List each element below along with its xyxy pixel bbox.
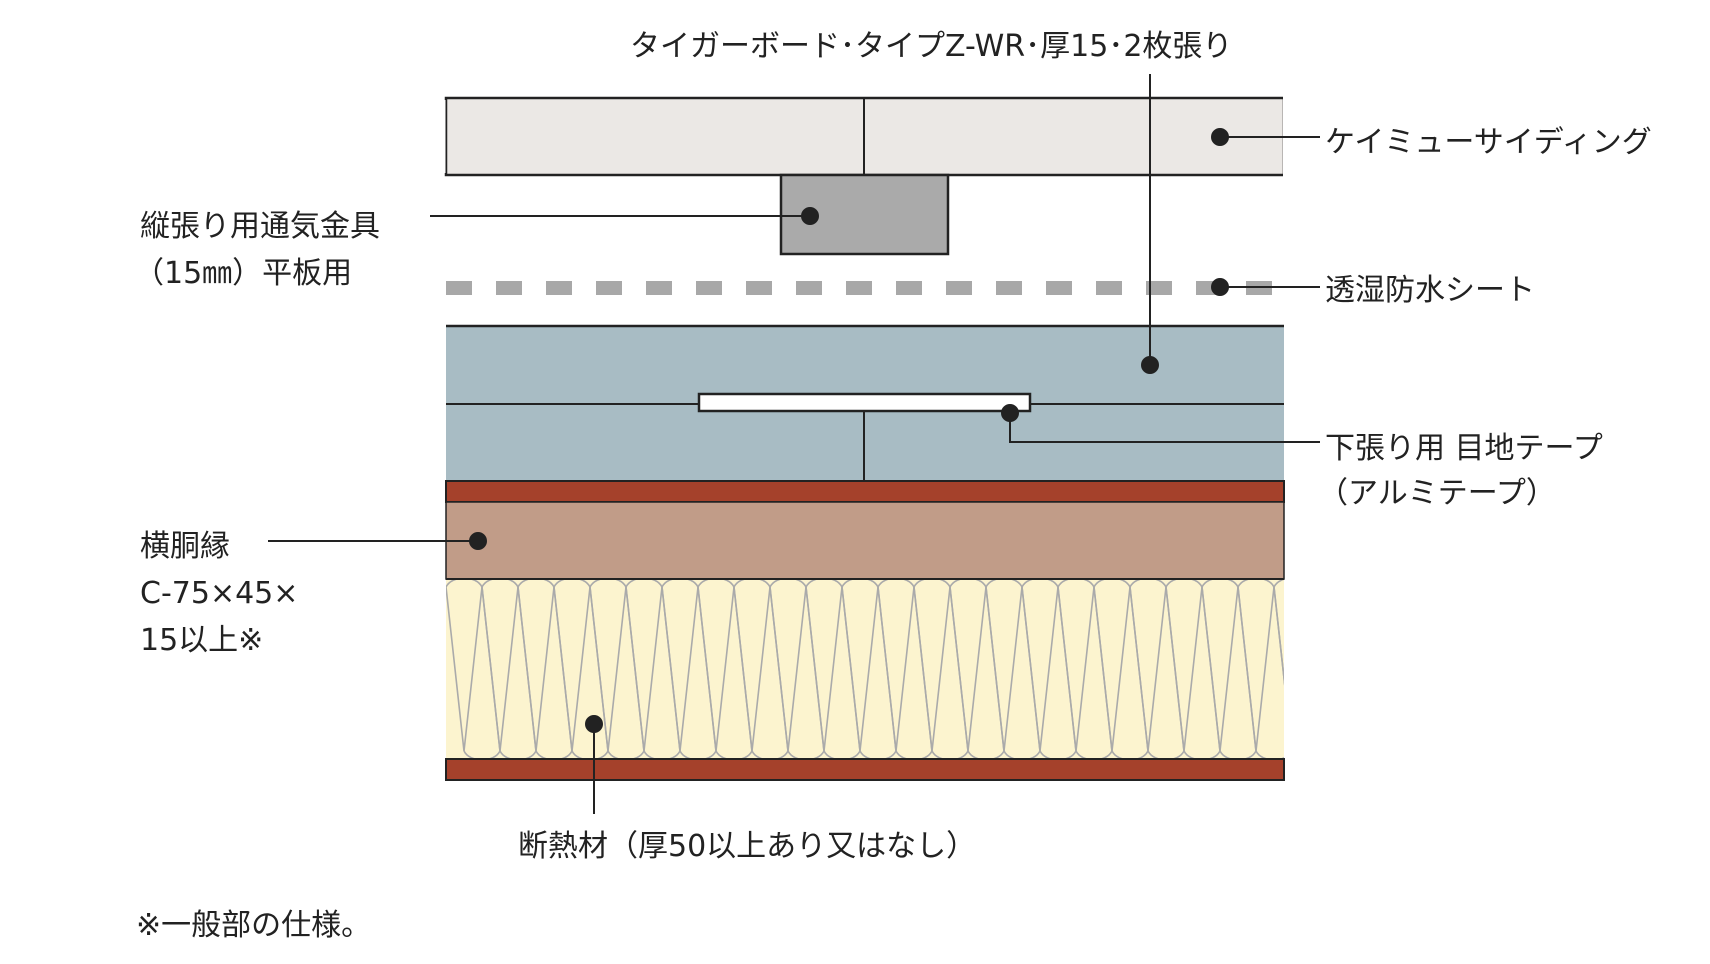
label-tape-line2: （アルミテープ）	[1318, 476, 1556, 511]
insulation-pattern	[446, 579, 1328, 760]
label-insulation: 断熱材（厚50以上あり又はなし）	[518, 829, 976, 864]
insulation-layer	[446, 578, 1328, 760]
steel-flange-bottom	[445, 758, 1285, 781]
label-bracket-line1: 縦張り用通気金具	[140, 209, 380, 244]
leaders	[268, 74, 1320, 814]
label-bracket-line2: （15㎜）平板用	[134, 256, 352, 291]
dot-sheet	[1211, 278, 1229, 296]
leader-tape	[1009, 413, 1320, 443]
board-layer	[446, 324, 1284, 481]
siding-layer	[443, 96, 1289, 177]
dot-tape	[1001, 404, 1019, 422]
insulation-fiber-bottom	[1292, 587, 1328, 760]
label-siding: ケイミューサイディング	[1325, 125, 1652, 160]
furring-member	[445, 501, 1285, 580]
footnote: ※一般部の仕様。	[136, 908, 371, 943]
label-furring-line2: C-75×45×	[140, 576, 298, 611]
dot-furring	[469, 532, 487, 550]
dot-bracket	[801, 207, 819, 225]
dot-insulation	[585, 715, 603, 733]
label-tape-line1: 下張り用 目地テープ	[1325, 431, 1603, 466]
steel-flange-top	[445, 480, 1285, 503]
insulation-fiber-bottom	[1255, 586, 1284, 759]
insulation-body	[446, 579, 1284, 759]
dot-siding	[1211, 128, 1229, 146]
insulation-fiber-top	[1273, 579, 1284, 686]
siding-left-mask	[443, 100, 446, 173]
dot-board	[1141, 356, 1159, 374]
label-sheet: 透湿防水シート	[1325, 273, 1535, 308]
label-furring-line3: 15以上※	[140, 623, 263, 658]
joint-tape	[697, 392, 1032, 413]
label-furring-line1: 横胴縁	[140, 529, 230, 564]
label-board: タイガーボード･タイプZ-WR･厚15･2枚張り	[630, 29, 1232, 64]
